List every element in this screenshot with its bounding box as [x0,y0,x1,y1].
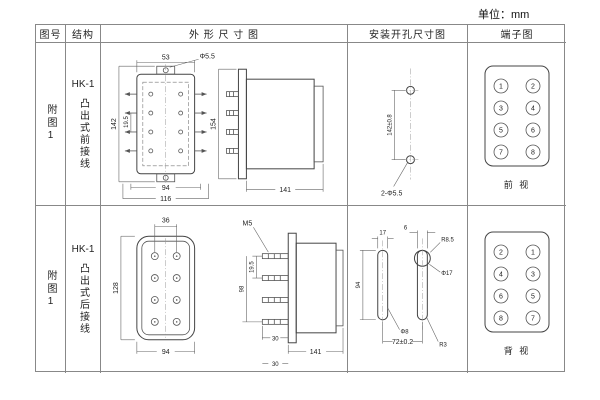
dim-pin-span: 98 [239,285,245,292]
terminal-number: 7 [499,150,503,157]
row1-install-cell: 142±0.8 2-Φ5.5 [348,43,468,206]
terminal-number: 5 [531,293,535,300]
dim-corner-radius: R3 [439,342,447,348]
unit-label: 单位：mm [478,9,530,21]
dim-slot-width: Φ8 [401,329,410,335]
terminal-number: 8 [499,315,503,322]
terminal-diagram-rear-view: 2 1 4 3 6 5 8 7 背 视 [484,231,550,356]
dim-head-diameter: Φ17 [441,271,452,277]
row2-model: HK-1 [71,244,95,255]
dim-pin-length: 30 [272,336,279,342]
relay-side-view-rear [261,232,344,343]
relay-side-view [226,68,324,180]
row1-model: HK-1 [71,78,95,90]
header-structure: 结构 [66,25,101,43]
dim-terminal-pitch: 19.5 [124,116,130,128]
dim-overall-height: 142 [111,118,118,130]
terminal-number: 1 [531,249,535,256]
terminal-number: 4 [531,106,535,113]
row2-structure: HK-1 凸出式后接线 [66,206,101,373]
header-outline: 外 形 尺 寸 图 [101,25,348,43]
dim-slot-top: 17 [379,230,386,236]
install-drawing-rear-wiring: 17 6 R8.5 94 Φ8 Φ17 72±0.2 R3 [356,225,455,348]
terminal-number: 7 [531,315,535,322]
row1-fig-no: 附图1 [36,43,66,206]
terminal-number: 4 [499,271,503,278]
dim-end-radius: R8.5 [441,237,454,243]
view-label: 前 视 [504,179,531,190]
row1-structure: HK-1 凸出式前接线 [66,43,101,206]
dim-rear-height: 128 [113,282,120,294]
dim-column-spacing: 36 [162,217,170,224]
header-terminal: 端子图 [468,25,566,43]
row1-outline-cell: 53 Φ5.5 142 19.5 94 116 [101,43,348,206]
outline-drawing-rear-wiring: 36 128 94 M5 [113,217,344,368]
dim-pin-length-2: 30 [272,362,279,368]
dim-screw-thread: M5 [243,220,253,227]
terminal-number: 8 [531,150,535,157]
terminal-number: 1 [499,84,503,91]
relay-rear-view [136,235,196,340]
row2-fig-no: 附图1 [36,206,66,373]
spec-table: 图号 结构 外 形 尺 寸 图 安装开孔尺寸图 端子图 附图1 HK-1 凸出式… [35,24,566,373]
row2-terminal-cell: 2 1 4 3 6 5 8 7 背 视 [468,206,566,373]
dim-pin-pitch: 19.5 [249,260,255,272]
dim-side-depth: 141 [279,187,291,194]
dim-depth: 141 [310,349,322,356]
dim-bottom-outer-width: 116 [160,196,171,203]
row1-wiring-type: 凸出式前接线 [77,97,89,170]
header-install: 安装开孔尺寸图 [348,25,468,43]
dim-bottom-inner-width: 94 [162,185,170,192]
header-fig-no: 图号 [36,25,66,43]
terminal-number: 6 [531,128,535,135]
row2-outline-cell: 36 128 94 M5 [101,206,348,373]
view-label: 背 视 [504,345,531,356]
row1-terminal-cell: 1 2 3 4 5 6 7 8 前 视 [468,43,566,206]
terminal-number: 5 [499,128,503,135]
dim-slot-gap: 6 [404,225,408,231]
outline-drawing-front-wiring: 53 Φ5.5 142 19.5 94 116 [111,53,324,203]
terminal-number: 3 [499,106,503,113]
terminal-number: 6 [499,293,503,300]
dim-hole-spacing: 142±0.8 [388,114,394,136]
terminal-diagram-front-view: 1 2 3 4 5 6 7 8 前 视 [484,65,550,190]
install-drawing-front-wiring: 142±0.8 2-Φ5.5 [381,68,420,197]
terminal-number: 3 [531,271,535,278]
dim-ear-hole: Φ5.5 [200,53,215,60]
terminal-number: 2 [499,249,503,256]
dim-slot-spacing: 72±0.2 [392,339,413,346]
dim-side-height: 154 [211,118,218,130]
row2-wiring-type: 凸出式后接线 [77,263,89,335]
dim-hole-diameter: 2-Φ5.5 [381,190,402,197]
dim-rear-width: 94 [162,349,170,356]
dim-slot-length: 94 [356,281,362,288]
dim-top-width: 53 [162,54,170,61]
relay-front-view [124,64,207,184]
row2-install-cell: 17 6 R8.5 94 Φ8 Φ17 72±0.2 R3 [348,206,468,373]
terminal-number: 2 [531,84,535,91]
